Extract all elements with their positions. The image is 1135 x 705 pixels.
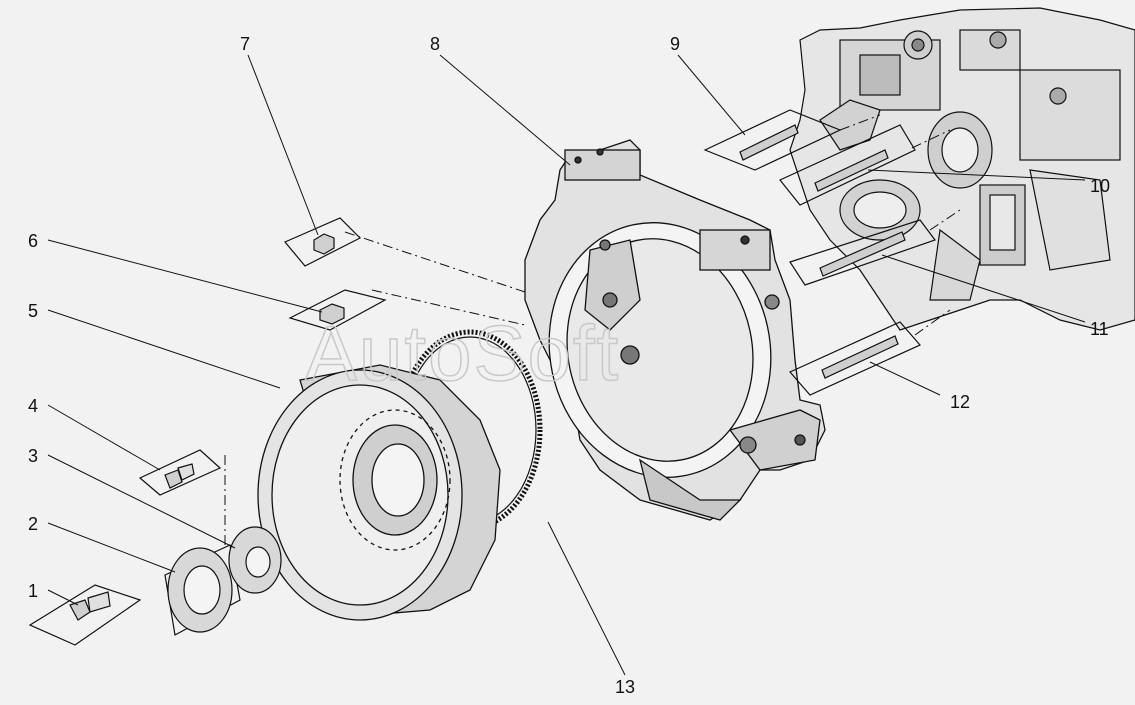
stud-part-12 (789, 321, 921, 396)
callout-8: 8 (430, 34, 440, 54)
callout-11: 11 (1090, 319, 1109, 339)
flywheel (257, 364, 501, 621)
stud-part-10 (779, 124, 916, 206)
stud-part-11 (789, 219, 936, 286)
callout-5: 5 (28, 301, 38, 321)
watermark-text: AutoSoft (305, 309, 620, 397)
callout-10: 10 (1090, 176, 1110, 196)
callout-1: 1 (28, 581, 38, 601)
bolt-part-4 (138, 449, 222, 496)
nut-part-6 (288, 289, 387, 331)
plate-part-3 (228, 526, 282, 594)
seal-part-2 (164, 544, 241, 636)
callout-3: 3 (28, 446, 38, 466)
callout-6: 6 (28, 231, 38, 251)
callout-12: 12 (950, 392, 970, 412)
callout-2: 2 (28, 514, 38, 534)
flywheel-housing (524, 139, 826, 521)
callout-labels: 1 2 3 4 5 6 7 8 9 10 11 12 13 (28, 34, 1110, 697)
bolt-part-1 (28, 584, 142, 646)
nut-part-7 (284, 217, 362, 267)
callout-4: 4 (28, 396, 38, 416)
callout-13: 13 (615, 677, 635, 697)
callout-7: 7 (240, 34, 250, 54)
callout-9: 9 (670, 34, 680, 54)
leader-lines (47, 54, 1086, 676)
